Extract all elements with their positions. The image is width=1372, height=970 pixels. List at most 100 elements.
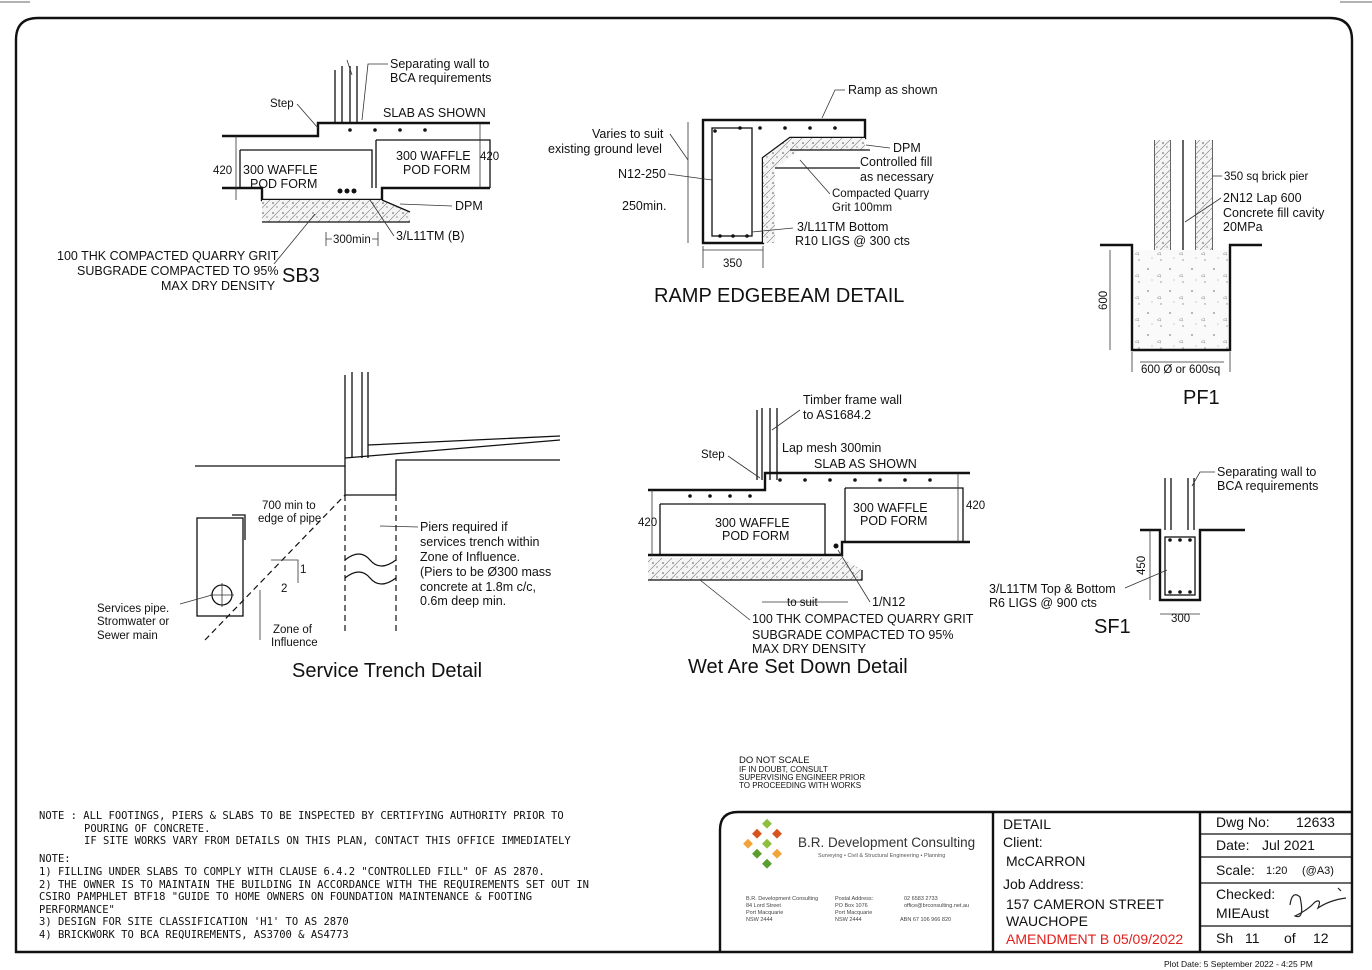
trench-pipe-line3: Sewer main [97, 630, 158, 642]
tb-date-value: Jul 2021 [1262, 837, 1315, 853]
sb3-dim-300: 300min [333, 234, 371, 246]
pf1-lap-line1: 2N12 Lap 600 [1223, 191, 1302, 205]
sb3-grit-line3: MAX DRY DENSITY [161, 279, 276, 293]
trench-title: Service Trench Detail [292, 660, 482, 682]
company-tagline: Surveying • Civil & Structural Engineeri… [818, 853, 945, 859]
signature-mark [1289, 887, 1347, 918]
trench-edge-line2: edge of pipe [258, 513, 321, 525]
company-contact-2-line1: Postal Address: [835, 896, 874, 902]
trench-ratio-1: 1 [300, 564, 306, 576]
pf1-pier-label: 350 sq brick pier [1224, 171, 1309, 183]
wet-lap-label: Lap mesh 300min [782, 441, 881, 455]
trench-edge-line1: 700 min to [262, 500, 316, 512]
note-line-8: PERFORMANCE" [39, 904, 115, 916]
tb-job-label: Job Address: [1003, 876, 1084, 892]
sf1-bars-line2: R6 LIGS @ 900 cts [989, 596, 1097, 610]
sf1-footing [1140, 478, 1245, 615]
sf1-wall-line1: Separating wall to [1217, 465, 1316, 479]
wet-grit-line1: 100 THK COMPACTED QUARRY GRIT [752, 612, 974, 626]
tb-sheet-total: 12 [1313, 930, 1329, 946]
tb-dwg-value: 12633 [1296, 814, 1335, 830]
note-line-5: 1) FILLING UNDER SLABS TO COMPLY WITH CL… [39, 866, 545, 878]
sf1-dim-450: 450 [1136, 556, 1148, 575]
pf1-dim-600: 600 [1098, 291, 1110, 310]
note-line-10: 4) BRICKWORK TO BCA REQUIREMENTS, AS3700… [39, 929, 349, 941]
company-email: office@brconsulting.net.au [904, 903, 969, 909]
sb3-pod-left-line1: 300 WAFFLE [243, 163, 318, 177]
wet-dim-420-left: 420 [638, 517, 657, 529]
wet-pod-right-line2: POD FORM [860, 514, 927, 528]
wet-wall-line2: to AS1684.2 [803, 408, 871, 422]
sb3-slab-label: SLAB AS SHOWN [383, 106, 486, 120]
tb-amendment: AMENDMENT B 05/09/2022 [1006, 931, 1183, 947]
wet-n12-label: 1/N12 [872, 595, 905, 609]
wet-grit-line3: MAX DRY DENSITY [752, 642, 867, 656]
detail-pf1: 350 sq brick pier 2N12 Lap 600 Concrete … [1098, 140, 1325, 409]
sf1-dim-300: 300 [1171, 613, 1190, 625]
company-phone: 02 6583 2733 [904, 896, 938, 902]
sb3-wall-label-line2: BCA requirements [390, 71, 491, 85]
company-contact-1-line1: B.R. Development Consulting [746, 896, 818, 902]
ramp-beam [687, 118, 870, 268]
sb3-dim-420-left: 420 [213, 165, 232, 177]
company-name: B.R. Development Consulting [798, 835, 975, 850]
company-contact-2-line4: NSW 2444 [835, 917, 862, 923]
sb3-pod-left-line2: POD FORM [250, 177, 317, 191]
tb-sheet-number: 11 [1245, 930, 1260, 946]
sb3-wall-label-line1: Separating wall to [390, 57, 489, 71]
tb-client-label: Client: [1003, 834, 1043, 850]
pf1-pier [1100, 140, 1262, 372]
wet-dim-420-right: 420 [966, 500, 985, 512]
ramp-dpm-label: DPM [893, 141, 921, 155]
general-notes: NOTE : ALL FOOTINGS, PIERS & SLABS TO BE… [39, 810, 589, 941]
ramp-varies-line2: existing ground level [548, 142, 662, 156]
sb3-slab [222, 121, 491, 223]
ramp-grit-line2: Grit 100mm [832, 202, 892, 214]
tb-of-label: of [1284, 930, 1296, 946]
plot-date: Plot Date: 5 September 2022 - 4:25 PM [1164, 959, 1313, 969]
note-line-6: 2) THE OWNER IS TO MAINTAIN THE BUILDING… [39, 879, 589, 891]
company-abn: ABN 67 106 966 820 [900, 917, 951, 923]
scale-note: DO NOT SCALE IF IN DOUBT, CONSULT SUPERV… [739, 755, 865, 790]
wet-structure [648, 408, 970, 603]
trench-piers-line2: services trench within [420, 535, 540, 549]
trench-piers-line4: (Piers to be Ø300 mass [420, 565, 551, 579]
sb3-step-label: Step [270, 98, 294, 110]
detail-sf1: Separating wall to BCA requirements 3/L1… [989, 465, 1318, 638]
ramp-varies-line1: Varies to suit [592, 127, 664, 141]
company-contact-1-line3: Port Macquarie [746, 910, 783, 916]
note-line-7: CSIRO PAMPHLET BTF18 "GUIDE TO HOME OWNE… [39, 891, 532, 903]
tb-sheet-label: Sh [1216, 930, 1233, 946]
wet-pod-left-line1: 300 WAFFLE [715, 516, 790, 530]
company-contact-2-line2: PO Box 1076 [835, 903, 868, 909]
pf1-title: PF1 [1183, 387, 1220, 409]
tb-scale-label: Scale: [1216, 862, 1255, 878]
ramp-fill-line1: Controlled fill [860, 155, 932, 169]
tb-checked-by: MIEAust [1216, 905, 1269, 921]
pf1-dim-dia: 600 Ø or 600sq [1141, 364, 1220, 376]
sf1-bars-line1: 3/L11TM Top & Bottom [989, 582, 1116, 596]
trench-structure [195, 372, 561, 641]
scale-note-line3: SUPERVISING ENGINEER PRIOR [739, 773, 865, 782]
detail-sb3: Separating wall to BCA requirements Step… [57, 57, 499, 293]
trench-pipe-line2: Stromwater or [97, 616, 169, 628]
sb3-grit-line2: SUBGRADE COMPACTED TO 95% [77, 264, 278, 278]
note-line-2: POURING OF CONCRETE. [84, 823, 210, 835]
ramp-grit-line1: Compacted Quarry [832, 188, 929, 200]
detail-ramp-edgebeam: Ramp as shown Varies to suit existing gr… [548, 83, 938, 307]
tb-scale-value: 1:20 [1266, 865, 1287, 877]
sb3-grit-line1: 100 THK COMPACTED QUARRY GRIT [57, 249, 279, 263]
ramp-n12-label: N12-250 [618, 167, 666, 181]
ramp-dim-350: 350 [723, 258, 742, 270]
sb3-dpm-label: DPM [455, 199, 483, 213]
sb3-pod-right-line2: POD FORM [403, 163, 470, 177]
trench-piers-line5: concrete at 1.8m c/c, [420, 580, 536, 594]
wet-step-label: Step [701, 449, 725, 461]
company-logo [743, 818, 782, 869]
sf1-wall-line2: BCA requirements [1217, 479, 1318, 493]
pf1-lap-line2: Concrete fill cavity [1223, 206, 1325, 220]
company-contact-2-line3: Port Macquarie [835, 910, 872, 916]
trench-ratio-2: 2 [281, 583, 287, 595]
tb-job-line1: 157 CAMERON STREET [1006, 896, 1164, 912]
wet-title: Wet Are Set Down Detail [688, 656, 908, 678]
